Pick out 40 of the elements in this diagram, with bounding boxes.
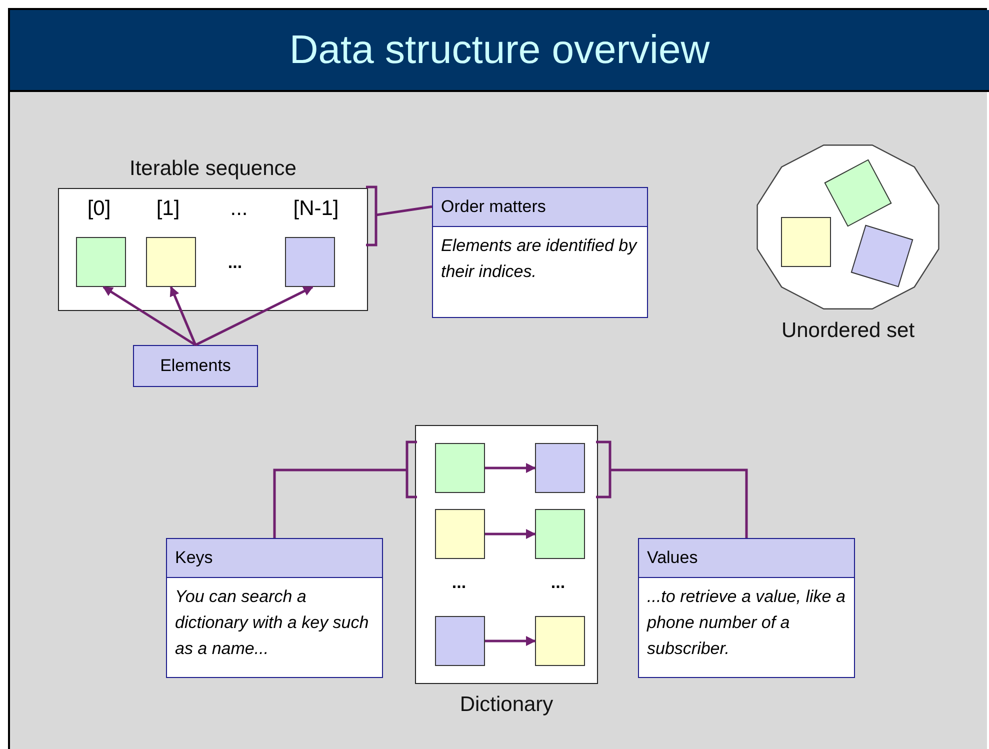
card-heading: Order matters	[433, 188, 647, 227]
arrow	[485, 463, 536, 473]
card-text: Elements are identified by their indices.	[440, 235, 638, 283]
arrow	[194, 286, 314, 346]
title: Data structure overview	[288, 27, 711, 74]
label-box: Elements	[133, 345, 258, 387]
index-label: [N-1]	[293, 197, 339, 221]
info-card	[166, 538, 383, 678]
card-text: ...to retrieve a value, like a phone number of a subscriber.	[646, 586, 846, 660]
info-card	[638, 538, 855, 678]
index-label: [0]	[87, 197, 111, 221]
ellipsis-label: ...	[230, 197, 248, 221]
index-label: [1]	[156, 197, 180, 221]
element-square	[535, 443, 585, 493]
element-square	[781, 217, 831, 267]
element-square	[435, 509, 485, 559]
container-heading: Iterable sequence	[128, 157, 298, 181]
card-heading: Keys	[167, 539, 382, 578]
bracket-connector	[273, 440, 418, 540]
ellipsis-label: ...	[452, 573, 466, 593]
info-card	[432, 187, 648, 318]
element-square	[435, 443, 485, 493]
ellipsis-label: ...	[228, 253, 242, 273]
element-square	[535, 616, 585, 666]
element-square	[76, 237, 126, 287]
element-square	[285, 237, 335, 287]
bracket-connector	[364, 186, 434, 246]
arrow	[485, 529, 536, 539]
bracket-connector	[594, 440, 748, 540]
arrow	[102, 286, 196, 346]
container-heading: Unordered set	[780, 319, 916, 343]
arrow	[485, 636, 536, 646]
ellipsis-label: ...	[550, 573, 566, 593]
element-square	[146, 237, 196, 287]
element-square	[535, 509, 585, 559]
card-text: You can search a dictionary with a key such as a name...	[174, 586, 370, 660]
card-heading: Values	[639, 539, 854, 578]
element-square	[435, 616, 485, 666]
container-heading: Dictionary	[458, 693, 554, 717]
arrow	[170, 286, 197, 346]
